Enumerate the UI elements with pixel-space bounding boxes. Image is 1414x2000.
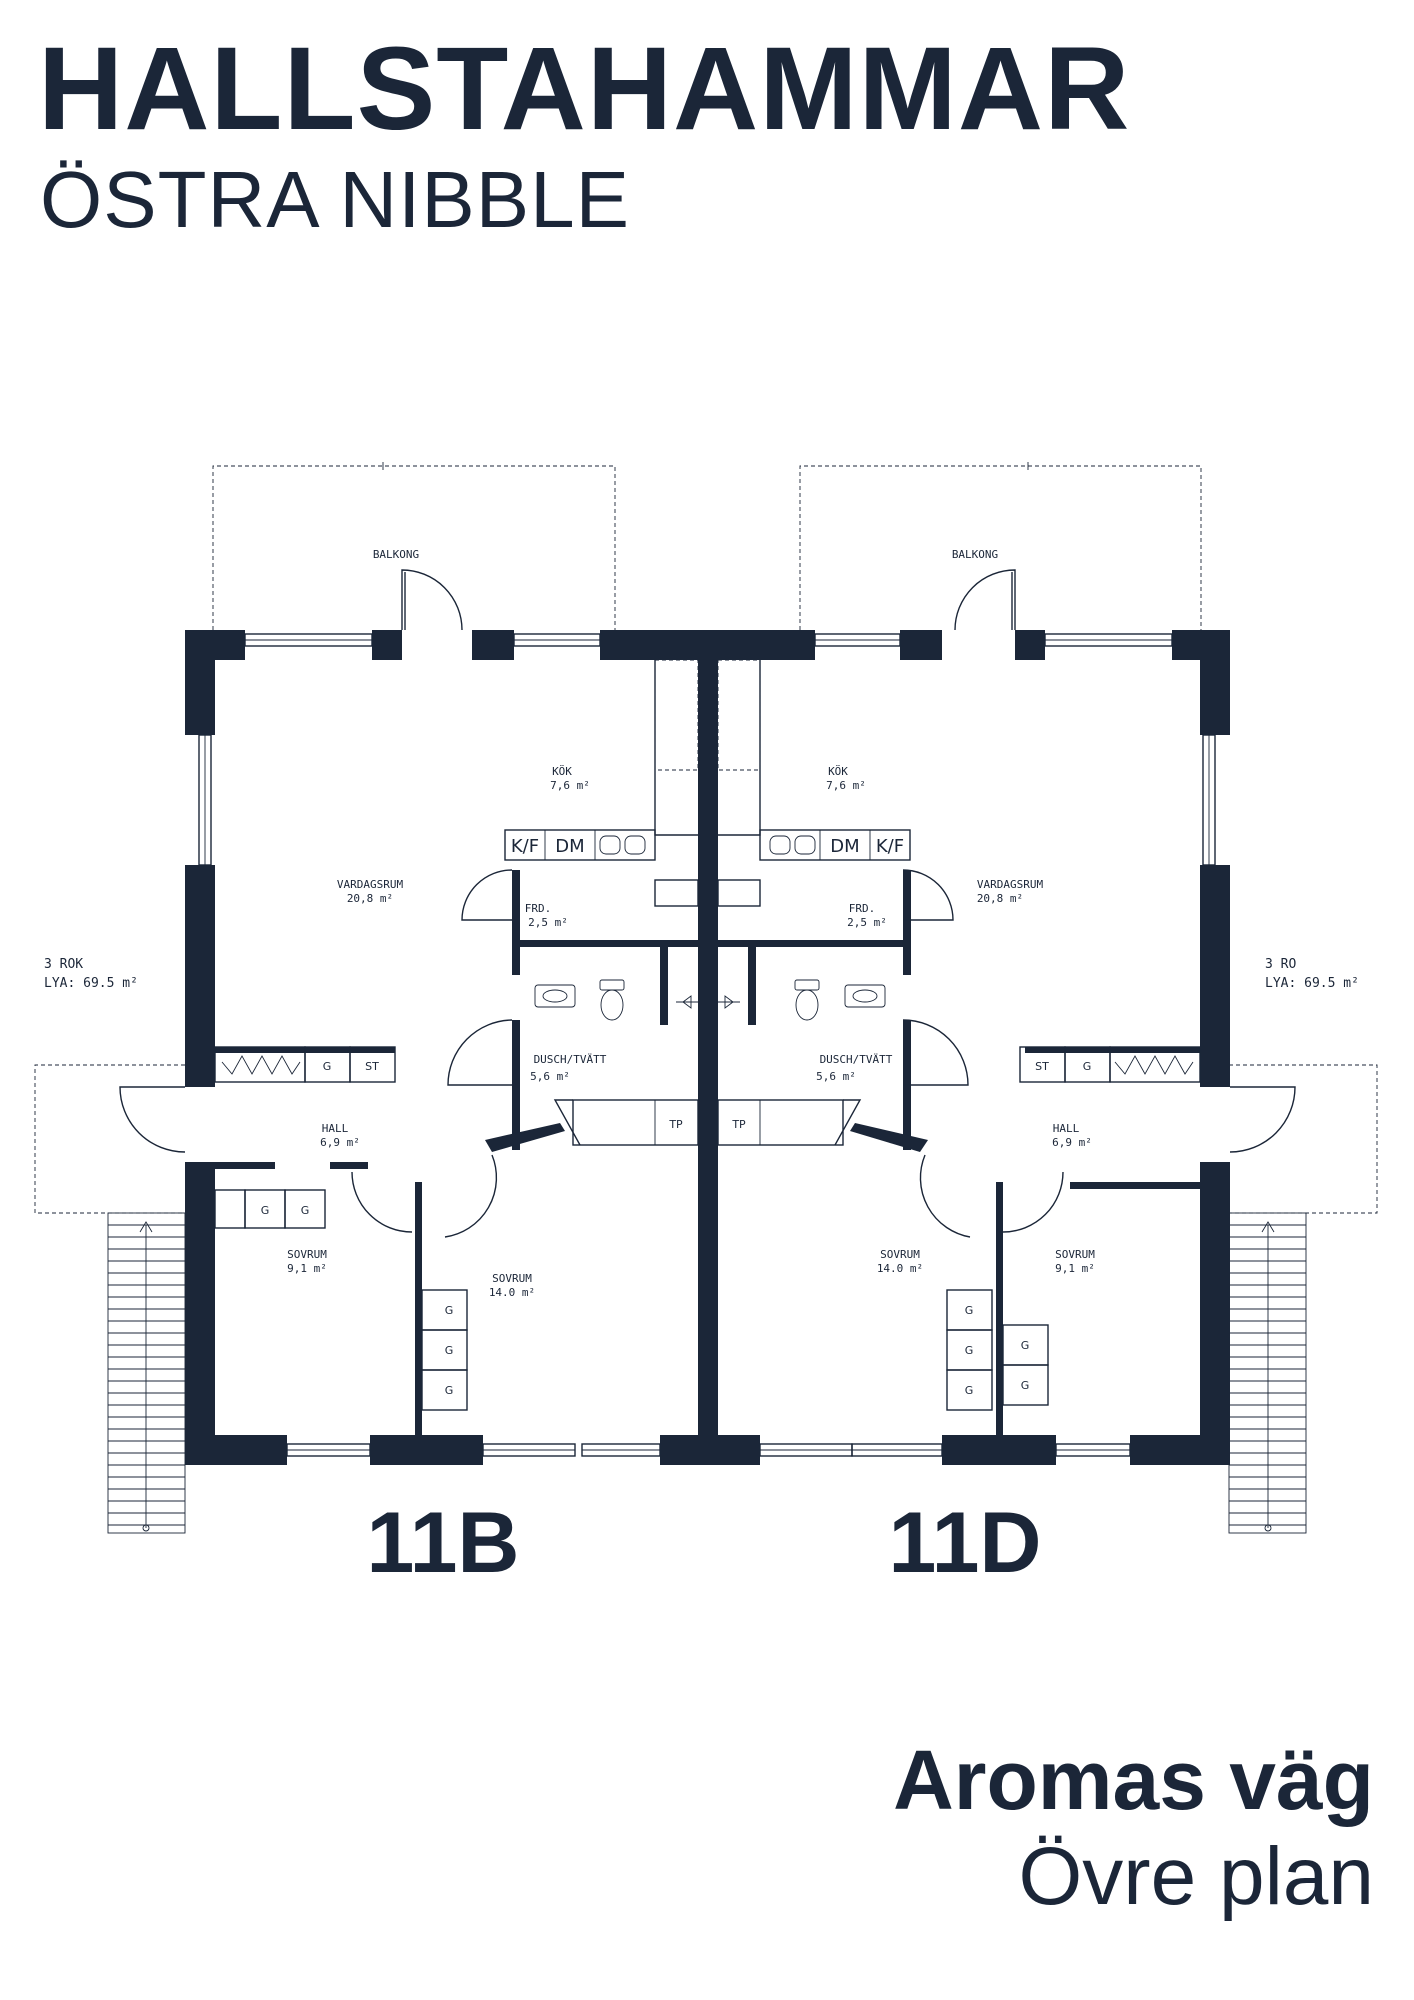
wardrobe-g-label: G: [1021, 1339, 1030, 1352]
balcony-label: BALKONG: [952, 548, 998, 561]
right-unit-labels: BALKONG KÖK 7,6 m² VARDAGSRUM 20,8 m² FR…: [816, 548, 1359, 1275]
room-name: SOVRUM: [492, 1272, 532, 1285]
drying-cabinet-label: TP: [668, 1118, 683, 1131]
room-name: HALL: [1053, 1122, 1080, 1135]
wardrobe-g-label: G: [445, 1344, 454, 1357]
drying-cabinet-label: TP: [731, 1118, 746, 1131]
valves-center: [676, 995, 740, 1009]
street-name: Aromas väg: [893, 1733, 1374, 1827]
doors: [119, 569, 1296, 1238]
page-subtitle: ÖSTRA NIBBLE: [40, 155, 630, 244]
storage-st-label: ST: [1035, 1060, 1049, 1073]
bathroom-left-fixtures: TP: [534, 979, 699, 1146]
wardrobe-g-label: G: [301, 1204, 310, 1217]
unit-number-left: 11B: [366, 1495, 519, 1591]
room-name: VARDAGSRUM: [337, 878, 404, 891]
room-name: DUSCH/TVÄTT: [820, 1053, 893, 1066]
balcony-left-outline: [212, 462, 616, 630]
room-area: 9,1 m²: [287, 1262, 327, 1275]
room-area: 7,6 m²: [550, 779, 590, 792]
wardrobe-g-label: G: [965, 1384, 974, 1397]
room-name: SOVRUM: [1055, 1248, 1095, 1261]
wardrobe-g-label: G: [323, 1060, 332, 1073]
stair-right: [1228, 1212, 1307, 1534]
unit-number-right: 11D: [888, 1495, 1041, 1591]
page-title: HALLSTAHAMMAR: [38, 23, 1131, 155]
kitchen-right: DM K/F: [717, 659, 911, 861]
bathroom-right-fixtures: TP: [717, 979, 886, 1146]
room-area: 20,8 m²: [977, 892, 1023, 905]
balcony-right-outline: [799, 462, 1202, 630]
room-name: DUSCH/TVÄTT: [534, 1053, 607, 1066]
dishwasher-label: DM: [830, 836, 859, 857]
balcony-label: BALKONG: [373, 548, 419, 561]
left-unit-labels: BALKONG KÖK 7,6 m² VARDAGSRUM 20,8 m² FR…: [44, 548, 607, 1299]
room-name: SOVRUM: [880, 1248, 920, 1261]
wardrobe-g-label: G: [1021, 1379, 1030, 1392]
room-name: FRD.: [525, 902, 552, 915]
room-name: SOVRUM: [287, 1248, 327, 1261]
room-area: 6,9 m²: [320, 1136, 360, 1149]
floor-level: Övre plan: [1018, 1831, 1374, 1922]
stair-left: [107, 1212, 186, 1534]
wardrobe-g-label: G: [965, 1304, 974, 1317]
wardrobes-left: G ST G G G G G: [214, 1046, 468, 1411]
room-name: FRD.: [849, 902, 876, 915]
kitchen-left: K/F DM: [504, 659, 699, 861]
wardrobes-right: G ST G G G G G: [946, 1046, 1201, 1411]
apartment-area: LYA: 69.5 m²: [1265, 976, 1359, 991]
apartment-area: LYA: 69.5 m²: [44, 976, 138, 991]
room-area: 6,9 m²: [1052, 1136, 1092, 1149]
room-area: 2,5 m²: [847, 916, 887, 929]
entrance-landing-right: [1229, 1064, 1378, 1214]
fridge-freezer-label: K/F: [511, 836, 539, 857]
outer-walls: [185, 630, 1230, 1465]
room-area: 14.0 m²: [489, 1286, 535, 1299]
room-area: 7,6 m²: [826, 779, 866, 792]
wardrobe-g-label: G: [261, 1204, 270, 1217]
wardrobe-g-label: G: [445, 1384, 454, 1397]
room-area: 5,6 m²: [530, 1070, 570, 1083]
room-name: KÖK: [828, 765, 848, 778]
apartment-type: 3 RO: [1265, 957, 1296, 972]
room-name: HALL: [322, 1122, 349, 1135]
dishwasher-label: DM: [555, 836, 584, 857]
wardrobe-g-label: G: [445, 1304, 454, 1317]
wardrobe-g-label: G: [965, 1344, 974, 1357]
room-area: 9,1 m²: [1055, 1262, 1095, 1275]
room-name: KÖK: [552, 765, 572, 778]
room-area: 2,5 m²: [528, 916, 568, 929]
room-area: 14.0 m²: [877, 1262, 923, 1275]
wardrobe-g-label: G: [1083, 1060, 1092, 1073]
room-name: VARDAGSRUM: [977, 878, 1044, 891]
storage-st-label: ST: [365, 1060, 379, 1073]
apartment-type: 3 ROK: [44, 957, 83, 972]
room-area: 5,6 m²: [816, 1070, 856, 1083]
room-area: 20,8 m²: [347, 892, 393, 905]
fridge-freezer-label: K/F: [876, 836, 904, 857]
